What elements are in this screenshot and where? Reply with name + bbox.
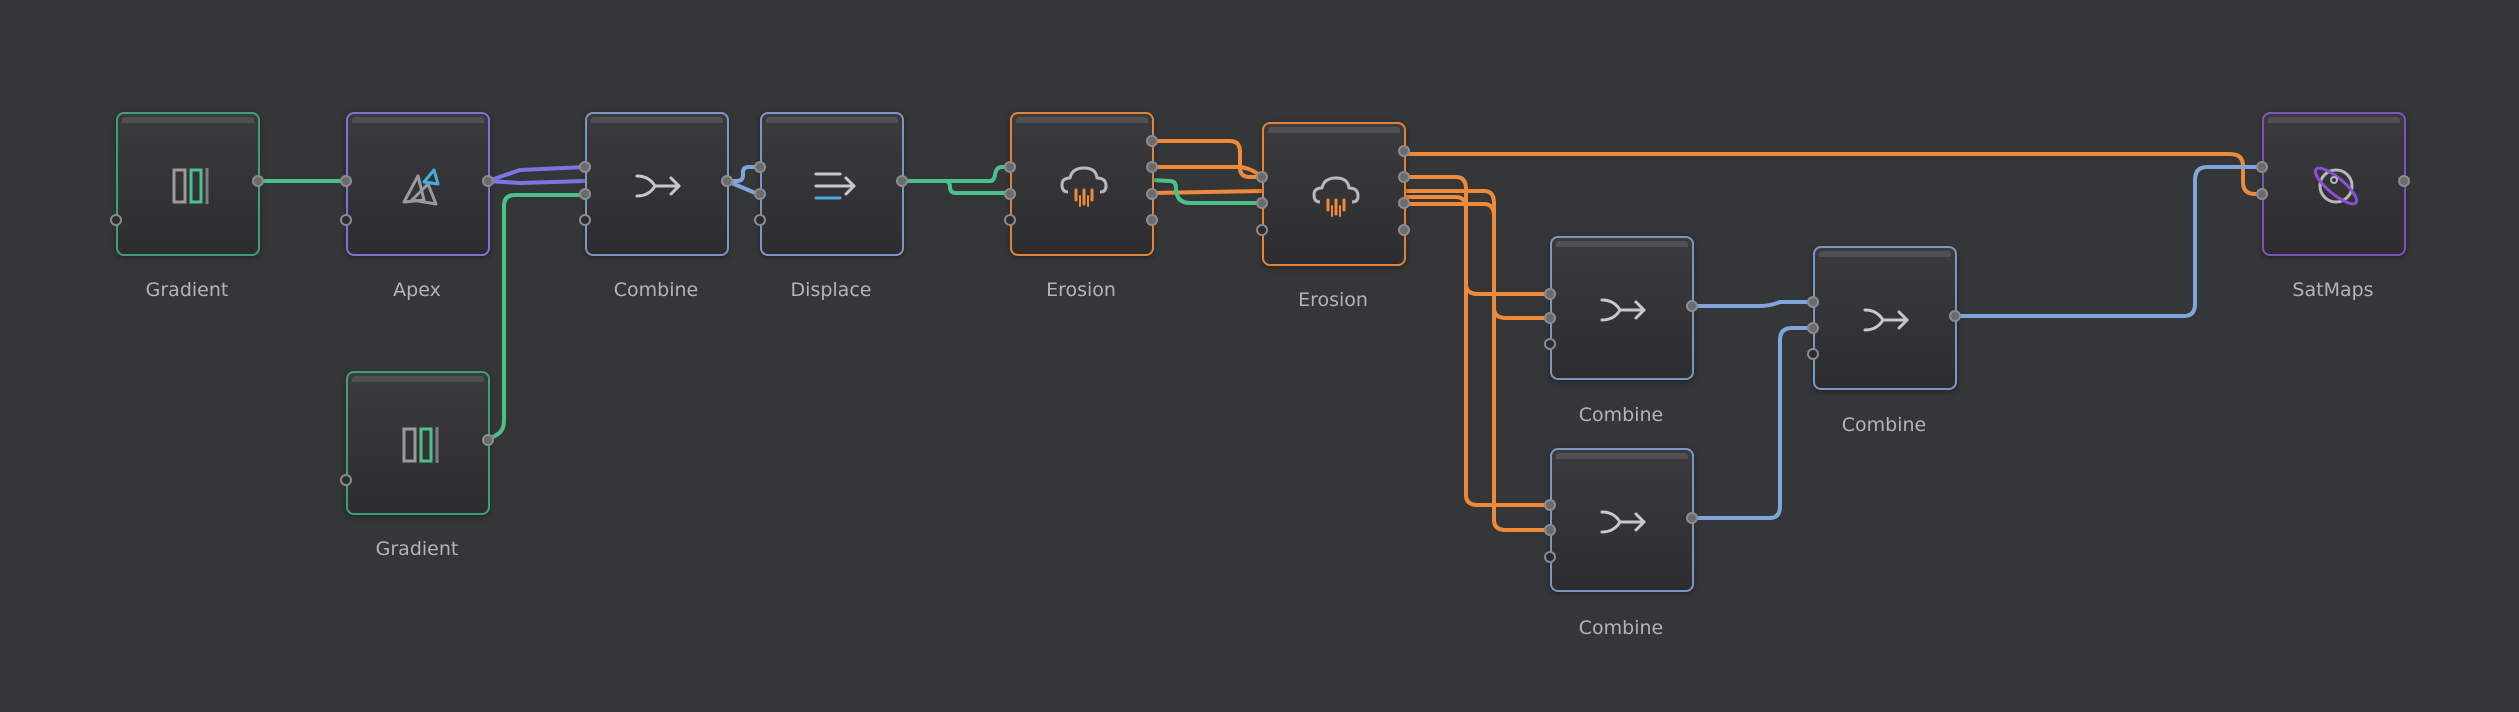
input-port[interactable] [1544,524,1556,536]
node-gradient-2[interactable] [346,371,490,515]
input-port[interactable] [1004,214,1016,226]
erosion-icon [1054,156,1114,216]
satmaps-icon [2306,156,2366,216]
input-port[interactable] [340,175,352,187]
input-port[interactable] [1807,322,1819,334]
input-port[interactable] [579,188,591,200]
wire-displace-erosion-2[interactable] [900,179,1012,195]
node-displace[interactable] [760,112,904,256]
output-port[interactable] [896,175,908,187]
merge-icon [1594,280,1654,340]
input-port[interactable] [1807,348,1819,360]
output-port[interactable] [721,175,733,187]
gradient-icon [390,415,450,475]
wire-erosion2-combine3-a[interactable] [1402,195,1552,507]
input-port[interactable] [340,214,352,226]
node-label: Gradient [145,279,229,301]
output-port[interactable] [1146,188,1158,200]
wire-combine-displace[interactable] [725,165,762,183]
wire-erosion1-erosion2-c[interactable] [1150,189,1264,195]
input-port[interactable] [1004,161,1016,173]
node-label: Displace [790,279,872,301]
input-port[interactable] [110,214,122,226]
input-port[interactable] [1544,288,1556,300]
output-port[interactable] [1686,300,1698,312]
output-port[interactable] [1398,171,1410,183]
merge-icon [629,156,689,216]
input-port[interactable] [1004,188,1016,200]
node-combine-2[interactable] [1550,236,1694,380]
input-port[interactable] [754,214,766,226]
displace-icon [804,156,864,216]
input-port[interactable] [1256,224,1268,236]
node-erosion-2[interactable] [1262,122,1406,266]
wire-apex-combine[interactable] [486,165,587,183]
node-combine-3[interactable] [1550,448,1694,592]
wire-erosion2-combine3-b[interactable] [1402,202,1552,532]
input-port[interactable] [579,214,591,226]
node-apex[interactable] [346,112,490,256]
output-port[interactable] [482,175,494,187]
node-label: Erosion [1046,279,1116,301]
wire-combine2-combine4[interactable] [1690,300,1815,308]
output-port[interactable] [1686,512,1698,524]
node-label: Combine [613,279,699,301]
wire-gradient2-combine[interactable] [486,193,587,442]
output-port[interactable] [1398,224,1410,236]
input-port[interactable] [1544,312,1556,324]
wire-erosion1-erosion2-a[interactable] [1150,139,1264,179]
node-combine-1[interactable] [585,112,729,256]
output-port[interactable] [1146,161,1158,173]
input-port[interactable] [754,161,766,173]
wire-erosion2-combine2-a[interactable] [1402,175,1552,296]
wire-combine3-combine4[interactable] [1690,326,1815,520]
output-port[interactable] [482,434,494,446]
input-port[interactable] [2256,161,2268,173]
output-port[interactable] [1949,310,1961,322]
output-port[interactable] [1398,145,1410,157]
apex-icon [390,156,450,216]
wire-apex-combine-2[interactable] [486,179,587,185]
output-port[interactable] [1398,197,1410,209]
merge-icon [1857,290,1917,350]
output-port[interactable] [1146,214,1158,226]
node-satmaps[interactable] [2262,112,2406,256]
node-label: Combine [1578,617,1664,639]
node-label: Apex [393,279,441,301]
input-port[interactable] [1544,551,1556,563]
input-port[interactable] [1256,197,1268,209]
wire-displace-erosion[interactable] [900,165,1012,183]
node-label: Gradient [375,538,459,560]
node-label: Combine [1841,414,1927,436]
output-port[interactable] [1146,135,1158,147]
merge-icon [1594,492,1654,552]
erosion-icon [1306,166,1366,226]
gradient-icon [160,156,220,216]
wire-combine4-satmaps[interactable] [1953,165,2264,318]
node-erosion-1[interactable] [1010,112,1154,256]
input-port[interactable] [754,188,766,200]
node-gradient-1[interactable] [116,112,260,256]
input-port[interactable] [2256,188,2268,200]
node-combine-4[interactable] [1813,246,1957,390]
wire-erosion2-satmaps[interactable] [1402,152,2264,196]
output-port[interactable] [252,175,264,187]
input-port[interactable] [1544,338,1556,350]
output-port[interactable] [2398,175,2410,187]
wire-erosion1-erosion2-d[interactable] [1150,178,1264,205]
input-port[interactable] [1807,296,1819,308]
input-port[interactable] [1544,499,1556,511]
node-label: SatMaps [2292,279,2374,301]
input-port[interactable] [579,161,591,173]
node-label: Erosion [1298,289,1368,311]
input-port[interactable] [1256,171,1268,183]
node-label: Combine [1578,404,1664,426]
input-port[interactable] [340,474,352,486]
